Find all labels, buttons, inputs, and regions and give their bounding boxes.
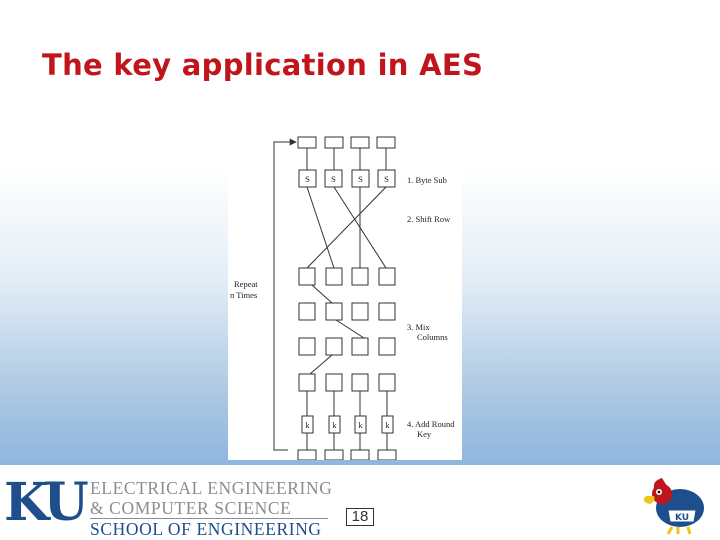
department-name-line1: ELECTRICAL ENGINEERING <box>90 478 333 498</box>
s-box-4 <box>377 169 396 188</box>
round-key-label: k <box>358 420 363 430</box>
step-add-round-key-label: Key <box>417 429 432 439</box>
step-mix-columns-label: Columns <box>417 332 448 342</box>
state-cell <box>298 337 316 356</box>
repeat-loop-arrow <box>273 138 297 451</box>
s-box-label: S <box>331 174 336 184</box>
s-box-label: S <box>384 174 389 184</box>
round-key-label: k <box>332 420 337 430</box>
state-byte-top-2 <box>324 136 344 149</box>
slide-title: The key application in AES <box>42 48 484 82</box>
state-cell <box>378 267 396 286</box>
state-cell <box>325 302 343 321</box>
state-byte-top-4 <box>376 136 396 149</box>
s-box-label: S <box>358 174 363 184</box>
shift-row-line <box>306 186 387 269</box>
state-cell <box>378 373 396 392</box>
state-cell <box>351 302 369 321</box>
state-byte-bottom-1 <box>297 449 317 460</box>
mix-column-line <box>309 354 333 375</box>
s-box-2 <box>324 169 343 188</box>
state-byte-bottom-3 <box>350 449 370 460</box>
department-name-line2: & COMPUTER SCIENCE <box>90 498 292 518</box>
state-byte-top-3 <box>350 136 370 149</box>
mix-column-line <box>311 284 333 304</box>
footer-band <box>0 465 720 540</box>
ku-logo: KU <box>4 472 89 533</box>
state-cell <box>298 373 316 392</box>
state-cell <box>298 302 316 321</box>
state-cell <box>351 373 369 392</box>
page-number: 18 <box>346 508 374 526</box>
round-key-label: k <box>385 420 390 430</box>
state-cell <box>325 373 343 392</box>
footer-divider <box>90 518 328 519</box>
step-byte-sub-label: 1. Byte Sub <box>407 175 447 185</box>
state-cell <box>378 302 396 321</box>
state-cell <box>325 267 343 286</box>
jayhawk-mascot-icon: KU <box>643 478 704 535</box>
aes-round-diagram-svg: Repeat n Times S S S S <box>230 136 455 460</box>
round-key-label: k <box>305 420 310 430</box>
state-byte-bottom-2 <box>324 449 344 460</box>
repeat-label-line1: Repeat <box>234 279 258 289</box>
mix-column-line <box>335 319 365 339</box>
state-cell <box>351 337 369 356</box>
state-cell <box>325 337 343 356</box>
state-byte-bottom-4 <box>377 449 397 460</box>
step-mix-columns-label: 3. Mix <box>407 322 430 332</box>
repeat-label-line2: n Times <box>230 290 257 300</box>
aes-round-diagram: Repeat n Times S S S S <box>228 130 462 460</box>
step-add-round-key-label: 4. Add Round <box>407 419 455 429</box>
state-cell <box>298 267 316 286</box>
shift-row-line <box>306 186 335 269</box>
state-byte-top-1 <box>297 136 317 149</box>
school-name: SCHOOL OF ENGINEERING <box>90 519 322 539</box>
step-shift-row-label: 2. Shift Row <box>407 214 451 224</box>
state-cell <box>378 337 396 356</box>
mascot-lettering: KU <box>675 513 689 523</box>
state-cell <box>351 267 369 286</box>
s-box-label: S <box>305 174 310 184</box>
